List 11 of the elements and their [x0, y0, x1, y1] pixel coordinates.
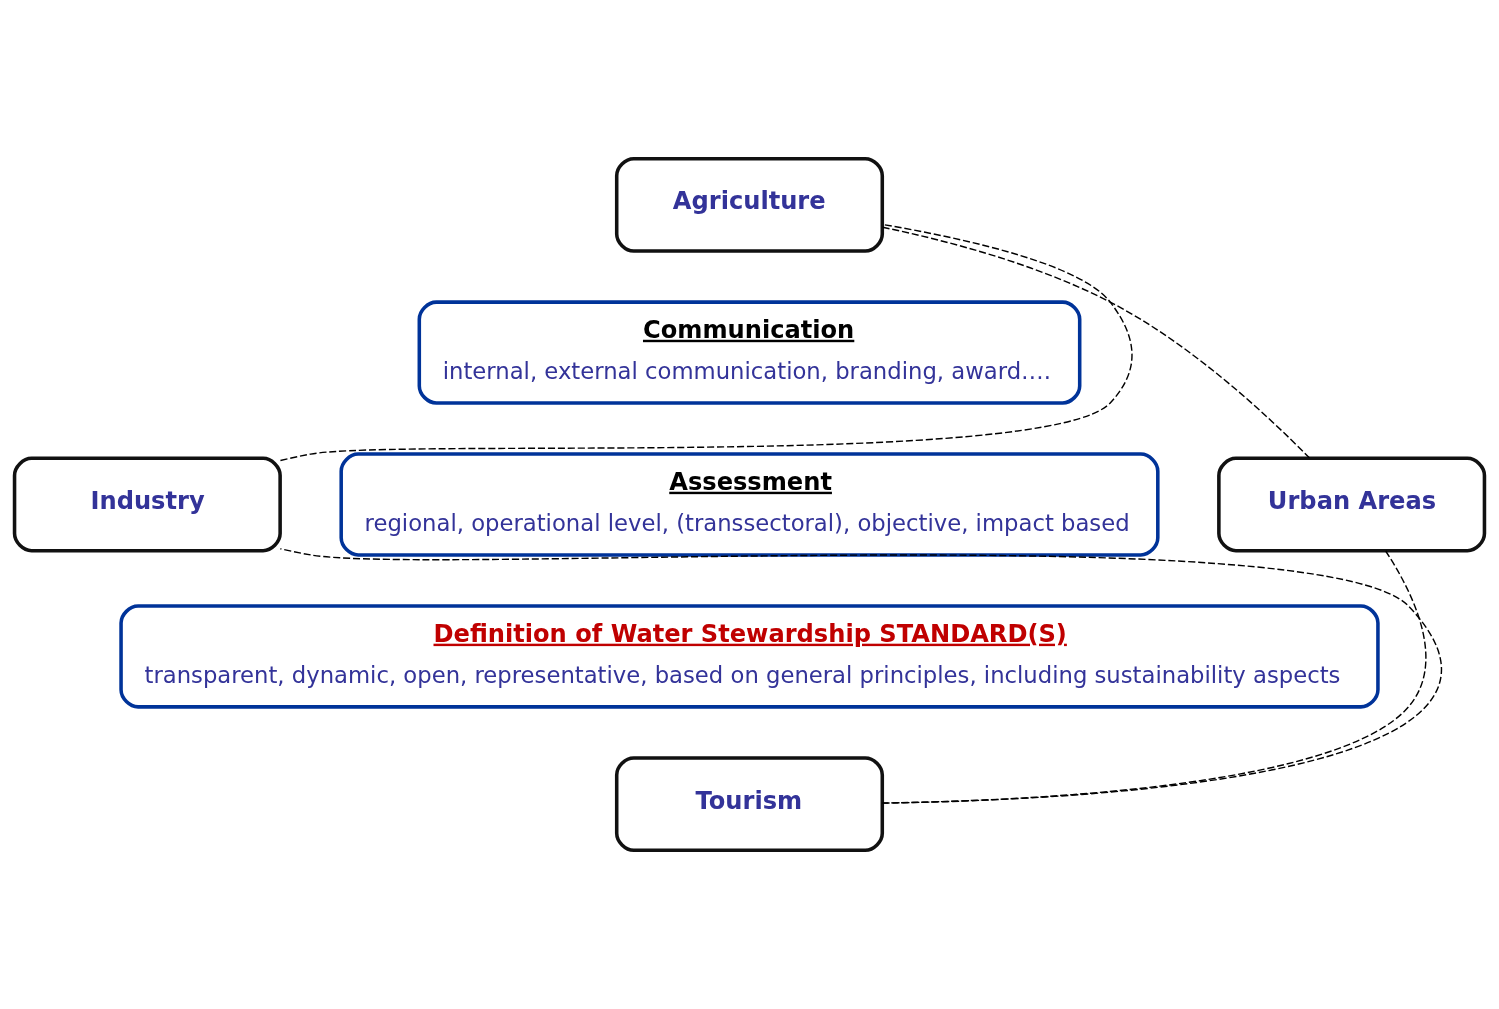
node-box: Urban Areas	[1217, 456, 1487, 553]
node-box: Tourism	[614, 756, 885, 853]
node-box: Communication internal, external communication, branding, award….	[417, 300, 1082, 405]
node-box: Definition of Water Stewardship STANDARD(S) transparent, dynamic, open, representative, based on general principles, including sustainability aspects	[119, 604, 1380, 709]
connector	[881, 550, 1427, 804]
connector	[881, 226, 1311, 459]
connector	[279, 548, 1442, 804]
connector	[279, 223, 1133, 462]
node-box: Industry	[12, 456, 282, 553]
node-box: Assessment regional, operational level, (transsectoral), objective, impact based	[339, 452, 1160, 557]
node-box: Agriculture	[614, 156, 885, 253]
